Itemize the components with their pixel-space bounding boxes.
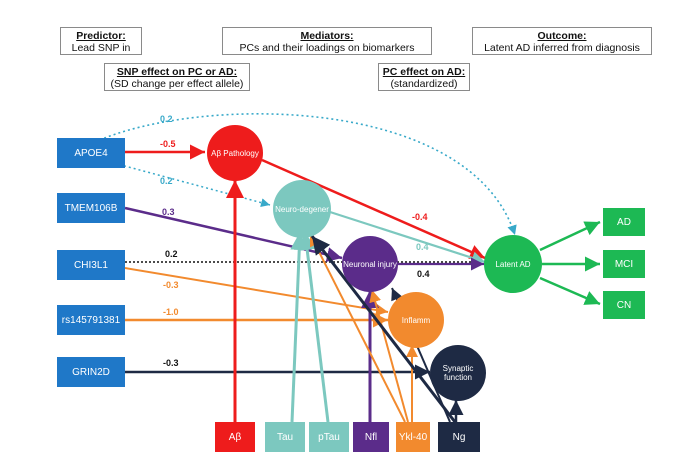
label-neuronal-latent: 0.4 bbox=[417, 269, 430, 279]
label-tmem-neuronal: 0.3 bbox=[162, 207, 175, 217]
mediators-sub: PCs and their loadings on biomarkers bbox=[239, 42, 415, 54]
label-grin-synaptic: -0.3 bbox=[163, 358, 179, 368]
snp-label: TMEM106B bbox=[64, 202, 118, 214]
snp-effect-header: SNP effect on PC or AD: (SD change per e… bbox=[104, 63, 250, 91]
pc-effect-title: PC effect on AD: bbox=[382, 66, 466, 78]
label-chi3l1-latent: 0.2 bbox=[165, 249, 178, 259]
pc-label: Neuronal injury bbox=[343, 259, 397, 269]
pc-neuronal-injury: Neuronal injury bbox=[342, 236, 398, 292]
label-apoe4-neurodegen: 0.2 bbox=[160, 176, 173, 186]
snp-effect-sub: (SD change per effect allele) bbox=[110, 78, 244, 90]
edge-latent-cn bbox=[539, 276, 601, 306]
edge-ng-neurodegen bbox=[310, 235, 457, 423]
biomarker-ptau: pTau bbox=[309, 422, 349, 452]
label-apoe4-latent: 0.2 bbox=[160, 114, 173, 124]
pc-label: Inflamm bbox=[401, 315, 431, 325]
biomarker-label: Nfl bbox=[364, 431, 378, 443]
pc-synaptic-function: Synaptic function bbox=[430, 345, 486, 401]
pc-inflammation: Inflamm bbox=[388, 292, 444, 348]
edge-abeta-latent bbox=[261, 158, 486, 260]
outcome-ad: AD bbox=[603, 208, 645, 236]
predictor-title: Predictor: bbox=[76, 30, 126, 42]
pc-neurodegeneration: Neuro-degener bbox=[273, 180, 331, 238]
snp-grin2d: GRIN2D bbox=[57, 357, 125, 387]
snp-effect-title: SNP effect on PC or AD: bbox=[116, 66, 238, 78]
snp-label: CHI3L1 bbox=[74, 259, 108, 271]
snp-label: rs145791381 bbox=[61, 314, 121, 326]
outcome-header: Outcome: Latent AD inferred from diagnos… bbox=[472, 27, 652, 55]
edge-tau-bm bbox=[290, 231, 309, 423]
edge-ykl-neuronal bbox=[369, 289, 409, 423]
latent-ad: Latent AD bbox=[484, 235, 542, 293]
predictor-sub: Lead SNP in bbox=[71, 42, 131, 54]
outcome-label: AD bbox=[617, 216, 631, 228]
outcome-sub: Latent AD inferred from diagnosis bbox=[484, 42, 640, 54]
biomarker-abeta: Aβ bbox=[215, 422, 255, 452]
biomarker-label: Tau bbox=[276, 431, 294, 443]
outcome-mci: MCI bbox=[603, 250, 645, 278]
pc-label: Aβ Pathology bbox=[211, 148, 259, 158]
edge-ptau-bm bbox=[298, 231, 330, 423]
edge-chi3l1-inflamm bbox=[124, 267, 389, 316]
edge-latent-ad bbox=[539, 220, 601, 252]
biomarker-label: Aβ bbox=[228, 431, 242, 443]
label-chi3l1-inflamm: -0.3 bbox=[163, 280, 179, 290]
label-apoe4-abeta: -0.5 bbox=[160, 139, 176, 149]
mediators-header: Mediators: PCs and their loadings on bio… bbox=[222, 27, 432, 55]
outcome-label: MCI bbox=[614, 258, 634, 270]
biomarker-ng: Ng bbox=[438, 422, 480, 452]
snp-label: APOE4 bbox=[74, 147, 108, 159]
edge-neurodegen-latent bbox=[329, 210, 486, 265]
biomarker-label: pTau bbox=[318, 431, 340, 443]
snp-rs145791381: rs145791381 bbox=[57, 305, 125, 335]
outcome-title: Outcome: bbox=[537, 30, 587, 42]
outcome-label: CN bbox=[616, 299, 632, 311]
edge-ykl-neurodegen bbox=[309, 233, 406, 423]
mediators-title: Mediators: bbox=[300, 30, 354, 42]
outcome-cn: CN bbox=[603, 291, 645, 319]
snp-chi3l1: CHI3L1 bbox=[57, 250, 125, 280]
pc-effect-sub: (standardized) bbox=[390, 78, 458, 90]
snp-tmem106b: TMEM106B bbox=[57, 193, 125, 223]
biomarker-label: Ng bbox=[452, 431, 466, 443]
latent-label: Latent AD bbox=[495, 259, 531, 269]
snp-label: GRIN2D bbox=[72, 366, 110, 378]
label-neurodegen-latent: 0.4 bbox=[416, 242, 429, 252]
pc-effect-header: PC effect on AD: (standardized) bbox=[378, 63, 470, 91]
pc-label: Neuro-degener bbox=[275, 204, 329, 214]
predictor-header: Predictor: Lead SNP in bbox=[60, 27, 142, 55]
label-abeta-latent: -0.4 bbox=[412, 212, 428, 222]
biomarker-label: Ykl-40 bbox=[398, 431, 428, 443]
pc-label: Synaptic function bbox=[442, 364, 474, 382]
biomarker-tau: Tau bbox=[265, 422, 305, 452]
snp-apoe4: APOE4 bbox=[57, 138, 125, 168]
pc-abeta-pathology: Aβ Pathology bbox=[207, 125, 263, 181]
edge-apoe4-latent bbox=[94, 113, 517, 236]
biomarker-ykl40: Ykl-40 bbox=[396, 422, 430, 452]
label-rs-inflamm: -1.0 bbox=[163, 307, 179, 317]
biomarker-nfl: Nfl bbox=[353, 422, 389, 452]
